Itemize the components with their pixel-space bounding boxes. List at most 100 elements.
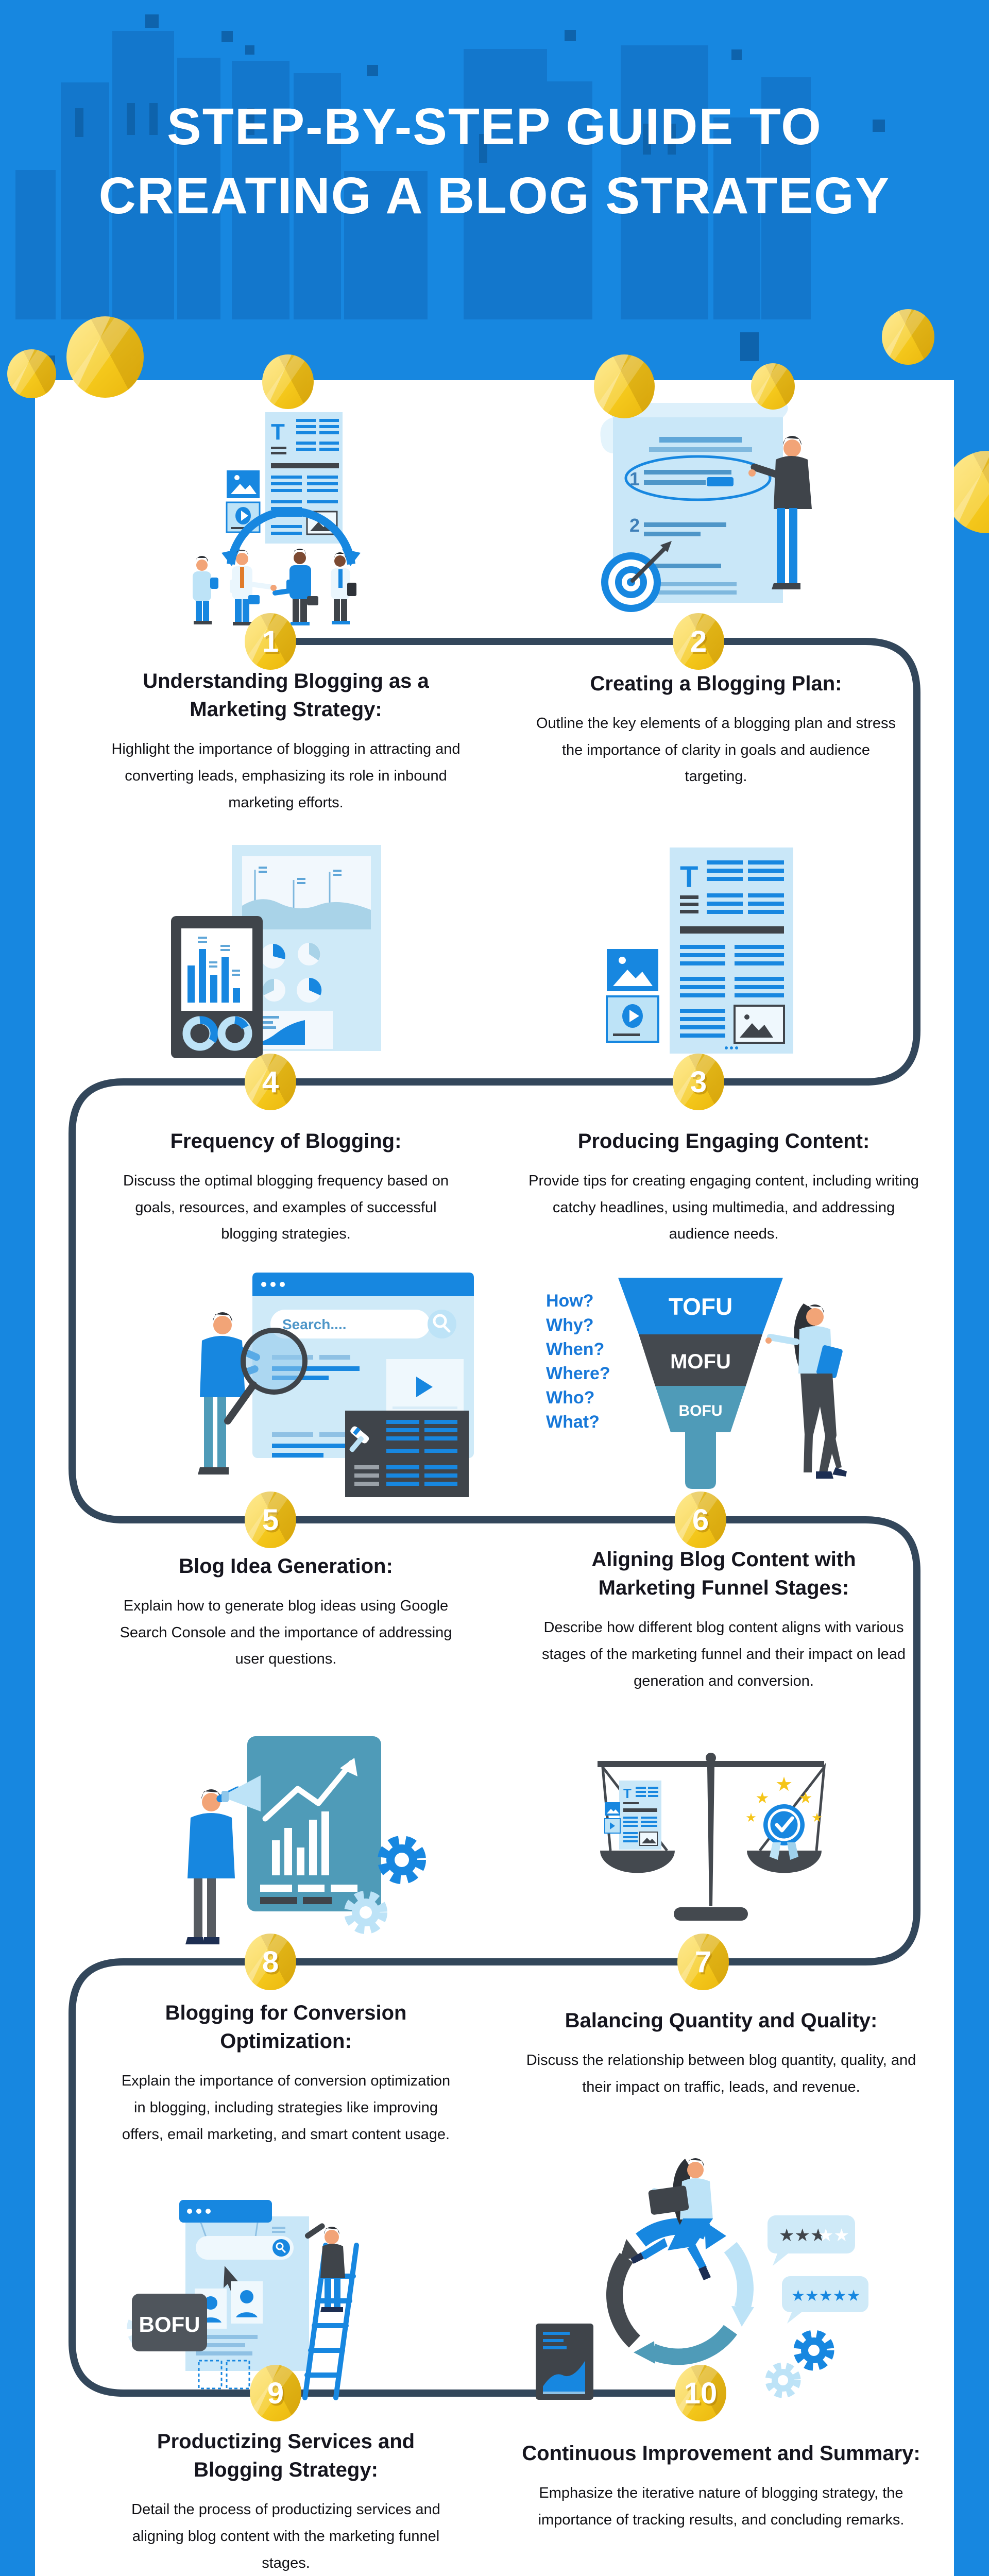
svg-text:★: ★ bbox=[811, 1811, 823, 1825]
image-thumbnail-icon bbox=[227, 470, 260, 498]
step-10-number: 10 bbox=[684, 2376, 718, 2410]
step-3-text-block: Producing Engaging Content: Provide tips… bbox=[510, 1127, 937, 1248]
bofu-sign: BOFU bbox=[132, 2294, 207, 2351]
illustration-conversion-optimization bbox=[185, 1736, 426, 1944]
step-3-title: Producing Engaging Content: bbox=[577, 1130, 870, 1153]
step-10-badge: 10 bbox=[675, 2365, 726, 2421]
star-rating: ★★ bbox=[818, 2226, 849, 2245]
illustration-balance-scale: T ★ ★ bbox=[598, 1753, 826, 1921]
step-5-title: Blog Idea Generation: bbox=[179, 1555, 393, 1578]
rating-bubble: ★★★★★ bbox=[782, 2276, 868, 2324]
step-6-number: 6 bbox=[692, 1503, 709, 1537]
step-5-text-block: Blog Idea Generation: Explain how to gen… bbox=[72, 1552, 500, 1673]
city-skyline-graphic bbox=[15, 14, 885, 319]
step-1-title: Understanding Blogging as a Marketing St… bbox=[143, 670, 429, 721]
step-8-title: Blogging for Conversion Optimization: bbox=[165, 2002, 407, 2053]
svg-text:T: T bbox=[680, 860, 698, 894]
people-group bbox=[193, 549, 356, 625]
step-10-text-block: Continuous Improvement and Summary: Emph… bbox=[500, 2439, 943, 2533]
gear-icon bbox=[765, 2362, 801, 2398]
svg-text:★: ★ bbox=[775, 1774, 793, 1795]
coin-icon bbox=[594, 354, 655, 418]
coin-icon bbox=[751, 363, 795, 410]
step-8-description: Explain the importance of conversion opt… bbox=[121, 2073, 451, 2143]
step-8-number: 8 bbox=[262, 1945, 279, 1979]
video-thumbnail-icon bbox=[606, 995, 659, 1043]
illustration-team-handshake: T bbox=[193, 412, 361, 625]
step-6-title: Aligning Blog Content with Marketing Fun… bbox=[591, 1548, 856, 1600]
step-1-badge: 1 bbox=[245, 613, 296, 670]
coin-icon bbox=[7, 349, 56, 398]
quantity-pan-content: T bbox=[604, 1781, 661, 1850]
funnel-label-mofu: MOFU bbox=[670, 1350, 731, 1373]
illustration-blog-idea-search: Search.... bbox=[198, 1273, 474, 1497]
step-5-description: Explain how to generate blog ideas using… bbox=[120, 1598, 452, 1668]
step-6-description: Describe how different blog content alig… bbox=[541, 1619, 906, 1689]
svg-text:★: ★ bbox=[756, 1790, 770, 1807]
step-7-title: Balancing Quantity and Quality: bbox=[565, 2009, 878, 2032]
gear-icon bbox=[793, 2330, 834, 2371]
step-1-text-block: Understanding Blogging as a Marketing St… bbox=[72, 667, 500, 816]
step-6-text-block: Aligning Blog Content with Marketing Fun… bbox=[510, 1546, 937, 1694]
funnel-label-bofu: BOFU bbox=[679, 1402, 723, 1419]
illustration-blogging-plan: 1 2 3 bbox=[600, 398, 812, 612]
decor-square bbox=[740, 332, 759, 361]
svg-text:★: ★ bbox=[799, 1790, 813, 1807]
svg-text:★: ★ bbox=[745, 1811, 757, 1825]
step-8-text-block: Blogging for Conversion Optimization: Ex… bbox=[72, 1999, 500, 2148]
coin-icon bbox=[66, 316, 144, 398]
step-2-description: Outline the key elements of a blogging p… bbox=[536, 715, 896, 785]
target-icon bbox=[601, 541, 672, 612]
illustration-marketing-funnel: TOFU MOFU BOFU bbox=[618, 1278, 847, 1489]
megaphone-icon bbox=[221, 1775, 261, 1811]
page-title-line-1: STEP-BY-STEP GUIDE TO bbox=[167, 98, 822, 156]
results-panel-icon bbox=[345, 1411, 469, 1497]
step-4-number: 4 bbox=[262, 1065, 279, 1099]
step-7-text-block: Balancing Quantity and Quality: Discuss … bbox=[500, 2007, 943, 2100]
writer-person bbox=[748, 436, 812, 589]
article-page-icon: T bbox=[670, 848, 793, 1054]
image-thumbnail-icon bbox=[607, 949, 658, 991]
step-10-title: Continuous Improvement and Summary: bbox=[522, 2442, 920, 2465]
step-2-badge: 2 bbox=[673, 613, 724, 670]
video-result-icon bbox=[386, 1359, 464, 1415]
step-9-badge: 9 bbox=[250, 2365, 301, 2421]
builder-person bbox=[304, 2223, 345, 2312]
step-7-number: 7 bbox=[694, 1945, 712, 1979]
step-9-number: 9 bbox=[267, 2376, 284, 2410]
step-9-text-block: Productizing Services and Blogging Strat… bbox=[72, 2428, 500, 2576]
presenter-person bbox=[765, 1303, 847, 1479]
star-rating: ★★★★★ bbox=[791, 2287, 860, 2304]
svg-text:BOFU: BOFU bbox=[139, 2312, 200, 2336]
coin-icon bbox=[262, 354, 314, 409]
step-7-description: Discuss the relationship between blog qu… bbox=[526, 2052, 916, 2095]
step-8-badge: 8 bbox=[245, 1934, 296, 1990]
svg-text:T: T bbox=[271, 419, 285, 445]
step-5-number: 5 bbox=[262, 1503, 279, 1537]
funnel-icon: TOFU MOFU BOFU bbox=[618, 1278, 783, 1489]
gear-icon bbox=[378, 1836, 426, 1884]
step-3-badge: 3 bbox=[673, 1054, 724, 1110]
svg-text:2: 2 bbox=[629, 515, 640, 536]
step-5-badge: 5 bbox=[245, 1492, 296, 1548]
step-3-description: Provide tips for creating engaging conte… bbox=[528, 1173, 919, 1243]
step-7-badge: 7 bbox=[677, 1934, 729, 1990]
growth-card-icon bbox=[247, 1736, 381, 1911]
report-card-icon bbox=[536, 2324, 593, 2400]
search-placeholder: Search.... bbox=[282, 1316, 347, 1332]
step-2-number: 2 bbox=[690, 624, 707, 658]
illustration-engaging-content: T bbox=[606, 848, 793, 1054]
coin-icon bbox=[882, 309, 934, 365]
step-2-title: Creating a Blogging Plan: bbox=[590, 672, 842, 695]
step-4-description: Discuss the optimal blogging frequency b… bbox=[123, 1173, 449, 1243]
step-4-title: Frequency of Blogging: bbox=[170, 1130, 402, 1153]
step-2-text-block: Creating a Blogging Plan: Outline the ke… bbox=[510, 670, 922, 790]
svg-text:1: 1 bbox=[629, 468, 640, 489]
step-3-number: 3 bbox=[690, 1065, 707, 1099]
page-title-line-2: CREATING A BLOG STRATEGY bbox=[98, 167, 891, 225]
illustration-improvement-loop: ★★★ ★★ ★★★★★ bbox=[536, 2158, 868, 2400]
svg-text:T: T bbox=[623, 1786, 632, 1801]
quality-pan-content: ★ ★ ★ ★ ★ bbox=[745, 1774, 823, 1860]
search-icon bbox=[428, 1310, 456, 1338]
rating-bubble: ★★★ ★★ bbox=[768, 2215, 855, 2266]
